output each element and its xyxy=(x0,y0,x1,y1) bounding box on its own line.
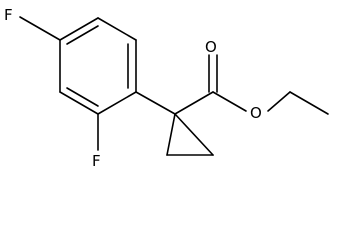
bond-c4-fluorine-top xyxy=(19,16,61,41)
ring-bond-c2-c3 xyxy=(59,91,99,115)
bond-ch2-ch3 xyxy=(289,91,329,115)
cyclopropane-ring xyxy=(135,91,214,156)
fluorine-bottom-label: F xyxy=(92,152,101,170)
chemical-structure-diagram: F F O O xyxy=(4,6,329,170)
bond-quaternary-carbonyl xyxy=(174,91,214,115)
cyclopropane-bond-left xyxy=(166,113,176,156)
ring-bond-c4-c5-inner xyxy=(66,25,99,45)
cyclopropane-bond-right xyxy=(174,113,214,156)
bond-aryl-quaternary-carbon xyxy=(135,91,176,115)
ester-oxygen-label: O xyxy=(250,104,262,122)
ring-bond-c5-c6 xyxy=(97,17,137,41)
ring-bond-c1-c2 xyxy=(97,91,137,115)
fluorine-top-label: F xyxy=(4,6,13,24)
ethyl-ester-group xyxy=(174,54,329,115)
bond-ester-oxygen-ch2 xyxy=(267,91,291,112)
bond-carbonyl-ester-oxygen xyxy=(212,91,247,112)
ring-bond-c3-c3-inner xyxy=(66,87,99,107)
ring-bond-c4-c5 xyxy=(59,17,99,41)
benzene-ring xyxy=(59,17,137,115)
carbonyl-oxygen-label: O xyxy=(205,38,217,56)
